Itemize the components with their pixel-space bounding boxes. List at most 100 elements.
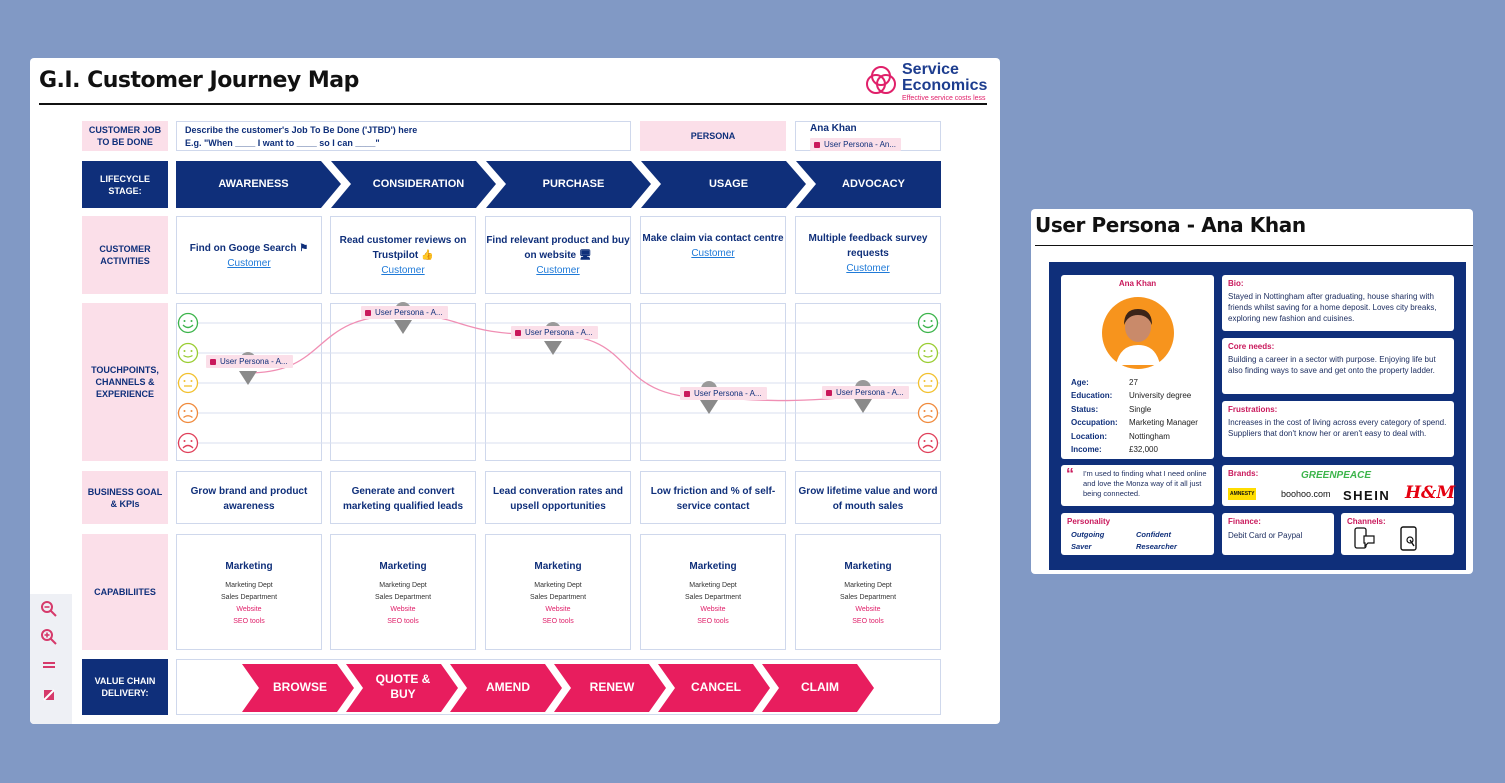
- sad-face-icon: [177, 402, 199, 424]
- zoom-out-icon[interactable]: [40, 600, 58, 618]
- activity-cell-purchase[interactable]: Find relevant product and buy on website…: [485, 216, 631, 294]
- avatar: [1102, 297, 1174, 369]
- activity-customer-link[interactable]: Customer: [486, 265, 630, 276]
- persona-core-needs: Core needs: Building a career in a secto…: [1222, 338, 1454, 394]
- persona-brands: Brands: GREENPEACE AMNESTY boohoo.com SH…: [1222, 465, 1454, 506]
- frustrations-heading: Frustrations:: [1228, 405, 1448, 414]
- fit-icon[interactable]: [40, 656, 58, 674]
- channels-heading: Channels:: [1347, 517, 1448, 526]
- goal-cell-advocacy[interactable]: Grow lifetime value and word of mouth sa…: [795, 471, 941, 524]
- capability-line: Marketing Dept: [177, 580, 321, 592]
- jtbd-cell[interactable]: Describe the customer's Job To Be Done (…: [176, 121, 631, 151]
- logo-mark-icon: [864, 64, 898, 98]
- capability-title: Marketing: [641, 561, 785, 572]
- core-needs-heading: Core needs:: [1228, 342, 1448, 351]
- capability-cell-usage[interactable]: Marketing Marketing Dept Sales Departmen…: [640, 534, 786, 650]
- persona-personality: Personality Outgoing Confident Saver Res…: [1061, 513, 1214, 555]
- bio-text: Stayed in Nottingham after graduating, h…: [1228, 291, 1448, 324]
- capability-link[interactable]: Website: [796, 604, 940, 616]
- capability-link[interactable]: SEO tools: [177, 616, 321, 628]
- capability-title: Marketing: [486, 561, 630, 572]
- very-sad-face-icon: [917, 432, 939, 454]
- brand-greenpeace: GREENPEACE: [1301, 470, 1371, 481]
- brand-hm: H&M: [1405, 483, 1455, 503]
- activity-text: Read customer reviews on Trustpilot 👍: [331, 233, 475, 263]
- map-pin-icon: [700, 400, 718, 414]
- row-label-lifecycle: LIFECYCLE STAGE:: [82, 161, 168, 208]
- persona-tag[interactable]: User Persona - An...: [810, 138, 901, 151]
- thumbs-up-icon: 👍: [421, 250, 433, 261]
- capability-line: Sales Department: [331, 592, 475, 604]
- goal-cell-awareness[interactable]: Grow brand and product awareness: [176, 471, 322, 524]
- capability-line: Sales Department: [486, 592, 630, 604]
- persona-cell[interactable]: Ana Khan User Persona - An...: [795, 121, 941, 151]
- neutral-face-icon: [177, 372, 199, 394]
- row-label-value-chain: VALUE CHAIN DELIVERY:: [82, 659, 168, 715]
- journey-map-board: G.I. Customer Journey Map Service Econom…: [30, 58, 1000, 724]
- capability-link[interactable]: Website: [486, 604, 630, 616]
- capability-link[interactable]: Website: [177, 604, 321, 616]
- touch-tag-purchase[interactable]: User Persona - A...: [511, 326, 598, 339]
- value-claim[interactable]: CLAIM: [779, 680, 861, 694]
- activity-cell-advocacy[interactable]: Multiple feedback survey requests Custom…: [795, 216, 941, 294]
- touch-tag-advocacy[interactable]: User Persona - A...: [822, 386, 909, 399]
- capability-line: Marketing Dept: [486, 580, 630, 592]
- persona-name: Ana Khan: [810, 123, 926, 134]
- row-label-capabilities: CAPABILIITES: [82, 534, 168, 650]
- value-browse[interactable]: BROWSE: [259, 680, 341, 694]
- logo-tagline: Effective service costs less: [902, 95, 986, 102]
- value-amend[interactable]: AMEND: [467, 680, 549, 694]
- goal-cell-usage[interactable]: Low friction and % of self-service conta…: [640, 471, 786, 524]
- capability-title: Marketing: [796, 561, 940, 572]
- persona-card: Ana Khan Age:27 Education:University deg…: [1049, 262, 1466, 570]
- activity-text: Make claim via contact centre: [641, 231, 785, 246]
- stage-advocacy: ADVOCACY: [806, 178, 941, 190]
- capability-title: Marketing: [177, 561, 321, 572]
- value-quote-buy[interactable]: QUOTE & BUY: [368, 672, 438, 702]
- very-happy-face-icon: [917, 312, 939, 334]
- touch-tag-consideration[interactable]: User Persona - A...: [361, 306, 448, 319]
- goal-text: Grow brand and product awareness: [177, 484, 321, 514]
- capability-cell-awareness[interactable]: Marketing Marketing Dept Sales Departmen…: [176, 534, 322, 650]
- value-cancel[interactable]: CANCEL: [675, 680, 757, 694]
- goal-cell-purchase[interactable]: Lead converation rates and upsell opport…: [485, 471, 631, 524]
- capability-line: Marketing Dept: [641, 580, 785, 592]
- capability-link[interactable]: Website: [641, 604, 785, 616]
- touch-tag-usage[interactable]: User Persona - A...: [680, 387, 767, 400]
- goal-cell-consideration[interactable]: Generate and convert marketing qualified…: [330, 471, 476, 524]
- activity-customer-link[interactable]: Customer: [796, 263, 940, 274]
- stage-usage: USAGE: [651, 178, 806, 190]
- capability-link[interactable]: SEO tools: [331, 616, 475, 628]
- capability-cell-consideration[interactable]: Marketing Marketing Dept Sales Departmen…: [330, 534, 476, 650]
- persona-finance: Finance: Debit Card or Paypal: [1222, 513, 1334, 555]
- stage-purchase: PURCHASE: [496, 178, 651, 190]
- capability-cell-advocacy[interactable]: Marketing Marketing Dept Sales Departmen…: [795, 534, 941, 650]
- lifecycle-stages: AWARENESS CONSIDERATION PURCHASE USAGE A…: [176, 161, 941, 208]
- fullscreen-icon[interactable]: [40, 686, 58, 704]
- stage-awareness: AWARENESS: [176, 178, 331, 190]
- brand-boohoo: boohoo.com: [1281, 489, 1331, 499]
- very-sad-face-icon: [177, 432, 199, 454]
- activity-customer-link[interactable]: Customer: [641, 248, 785, 259]
- goal-text: Grow lifetime value and word of mouth sa…: [796, 484, 940, 514]
- brand-amnesty: AMNESTY: [1228, 488, 1256, 500]
- touch-tag-awareness[interactable]: User Persona - A...: [206, 355, 293, 368]
- goal-text: Lead converation rates and upsell opport…: [486, 484, 630, 514]
- activity-cell-usage[interactable]: Make claim via contact centre Customer: [640, 216, 786, 294]
- capability-cell-purchase[interactable]: Marketing Marketing Dept Sales Departmen…: [485, 534, 631, 650]
- value-renew[interactable]: RENEW: [571, 680, 653, 694]
- brand-shein: SHEIN: [1343, 488, 1390, 503]
- capability-link[interactable]: SEO tools: [641, 616, 785, 628]
- zoom-in-icon[interactable]: [40, 628, 58, 646]
- happy-face-icon: [917, 342, 939, 364]
- activity-cell-awareness[interactable]: Find on Googe Search ⚑ Customer: [176, 216, 322, 294]
- map-pin-icon: [544, 341, 562, 355]
- activity-customer-link[interactable]: Customer: [331, 265, 475, 276]
- capability-link[interactable]: SEO tools: [486, 616, 630, 628]
- activity-cell-consideration[interactable]: Read customer reviews on Trustpilot 👍 Cu…: [330, 216, 476, 294]
- capability-link[interactable]: Website: [331, 604, 475, 616]
- activity-customer-link[interactable]: Customer: [177, 258, 321, 269]
- trait-saver: Saver: [1071, 542, 1091, 551]
- title-rule: [39, 103, 987, 105]
- capability-link[interactable]: SEO tools: [796, 616, 940, 628]
